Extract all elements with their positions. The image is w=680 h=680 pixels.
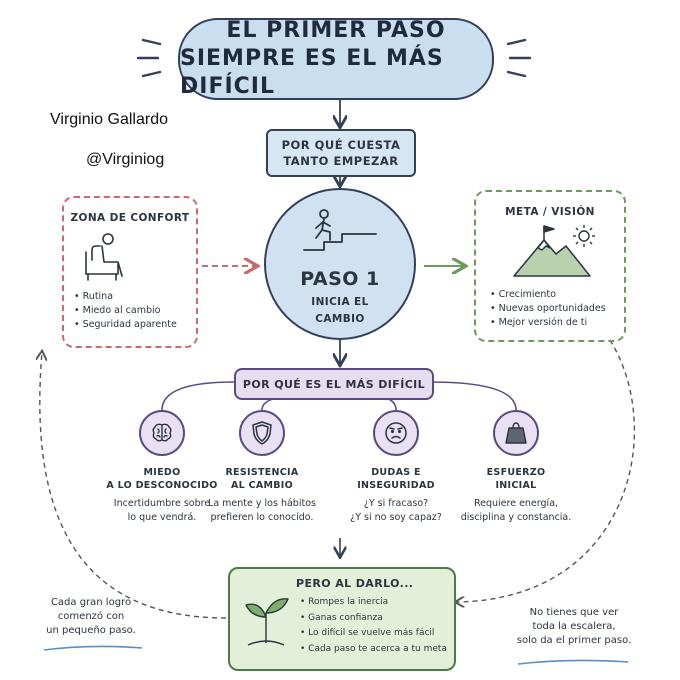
list-item: Seguridad aparente: [74, 318, 177, 332]
reason-text-2: disciplina y constancia.: [460, 512, 572, 523]
result-box: PERO AL DARLO... Rompes la inercia Ganas…: [228, 567, 456, 671]
brain-icon: [152, 423, 172, 442]
list-item: Nuevas oportunidades: [490, 302, 606, 316]
list-item: Rompes la inercia: [300, 595, 447, 611]
title-line-2: SIEMPRE ES EL MÁS DIFÍCIL: [180, 46, 444, 99]
reason-text-1: Requiere energía,: [473, 498, 559, 509]
list-item: Crecimiento: [490, 288, 606, 302]
list-item: Miedo al cambio: [74, 304, 177, 318]
reason-title-1: ESFUERZO: [486, 467, 546, 478]
reason-text-1: ¿Y si fracaso?: [363, 498, 429, 509]
comfort-zone-title: ZONA DE CONFORT: [70, 212, 190, 224]
question-box: POR QUÉ CUESTA TANTO EMPEZAR: [266, 129, 416, 177]
shield-icon-wrap: [239, 410, 285, 456]
reason-text-2: prefieren lo conocido.: [210, 512, 314, 523]
reason-doubts: DUDAS E INSEGURIDAD ¿Y si fracaso? ¿Y si…: [335, 410, 457, 525]
question-line-1: POR QUÉ CUESTA: [281, 138, 401, 152]
goal-box: META / VISIÓN Crecimiento Nuevas oportun…: [474, 190, 626, 342]
step-sub-2: CAMBIO: [315, 313, 365, 325]
reason-title-2: INSEGURIDAD: [357, 480, 435, 491]
author-name: Virginio Gallardo: [50, 111, 168, 128]
question-line-2: TANTO EMPEZAR: [283, 154, 399, 168]
note-left: Cada gran logro comenzó con un pequeño p…: [36, 596, 146, 638]
person-climbing-stairs-icon: [303, 209, 377, 251]
note-right-line-3: solo da el primer paso.: [516, 635, 632, 646]
result-list: Rompes la inercia Ganas confianza Lo dif…: [300, 595, 447, 657]
reason-title-1: DUDAS E: [371, 467, 421, 478]
reason-text-1: La mente y los hábitos: [208, 498, 316, 509]
comfort-zone-box: ZONA DE CONFORT Rutina Miedo al cambio S…: [62, 196, 198, 348]
title-line-1: EL PRIMER PASO: [226, 18, 446, 43]
worried-face-icon-wrap: [373, 410, 419, 456]
person-in-armchair-icon: [85, 233, 123, 281]
title-accent-strokes: [136, 38, 532, 78]
brain-icon-wrap: [139, 410, 185, 456]
list-item: Lo difícil se vuelve más fácil: [300, 626, 447, 642]
reason-title-2: AL CAMBIO: [230, 480, 294, 491]
sprout-icon: [245, 598, 289, 646]
list-item: Cada paso te acerca a tu meta: [300, 642, 447, 658]
list-item: Mejor versión de ti: [490, 316, 606, 330]
note-right-line-1: No tienes que ver: [529, 607, 619, 618]
result-title: PERO AL DARLO...: [296, 577, 414, 590]
note-right: No tienes que ver toda la escalera, solo…: [506, 606, 642, 648]
main-title-box: EL PRIMER PASO SIEMPRE ES EL MÁS DIFÍCIL: [178, 18, 494, 100]
reason-title-1: MIEDO: [143, 467, 181, 478]
step-one-circle: PASO 1 INICIA EL CAMBIO: [264, 188, 416, 340]
reason-title-2: A LO DESCONOCIDO: [106, 480, 218, 491]
why-hardest-box: POR QUÉ ES EL MÁS DIFÍCIL: [234, 368, 434, 400]
step-sub-1: INICIA EL: [311, 296, 369, 308]
reason-text-2: ¿Y si no soy capaz?: [350, 512, 442, 523]
comfort-zone-list: Rutina Miedo al cambio Seguridad aparent…: [74, 290, 177, 332]
goal-title: META / VISIÓN: [505, 206, 595, 218]
reason-effort: ESFUERZO INICIAL Requiere energía, disci…: [455, 410, 577, 525]
reason-text-2: lo que vendrá.: [127, 512, 197, 523]
reason-fear: MIEDO A LO DESCONOCIDO Incertidumbre sob…: [101, 410, 223, 525]
goal-list: Crecimiento Nuevas oportunidades Mejor v…: [490, 288, 606, 330]
note-right-line-2: toda la escalera,: [532, 621, 616, 632]
reason-title-1: RESISTENCIA: [225, 467, 299, 478]
note-left-line-2: comenzó con: [57, 611, 125, 622]
weight-icon: [505, 422, 527, 444]
weight-icon-wrap: [493, 410, 539, 456]
step-title: PASO 1: [300, 268, 380, 290]
list-item: Ganas confianza: [300, 611, 447, 627]
note-left-line-1: Cada gran logro: [50, 597, 132, 608]
note-left-line-3: un pequeño paso.: [46, 625, 136, 636]
reason-resistance: RESISTENCIA AL CAMBIO La mente y los háb…: [201, 410, 323, 525]
list-item: Rutina: [74, 290, 177, 304]
worried-face-icon: [385, 422, 407, 444]
author-handle: @Virginiog: [86, 151, 165, 168]
reason-text-1: Incertidumbre sobre: [113, 498, 211, 509]
shield-icon: [252, 421, 272, 445]
mountain-flag-icon: [513, 225, 595, 277]
reason-title-2: INICIAL: [495, 480, 537, 491]
